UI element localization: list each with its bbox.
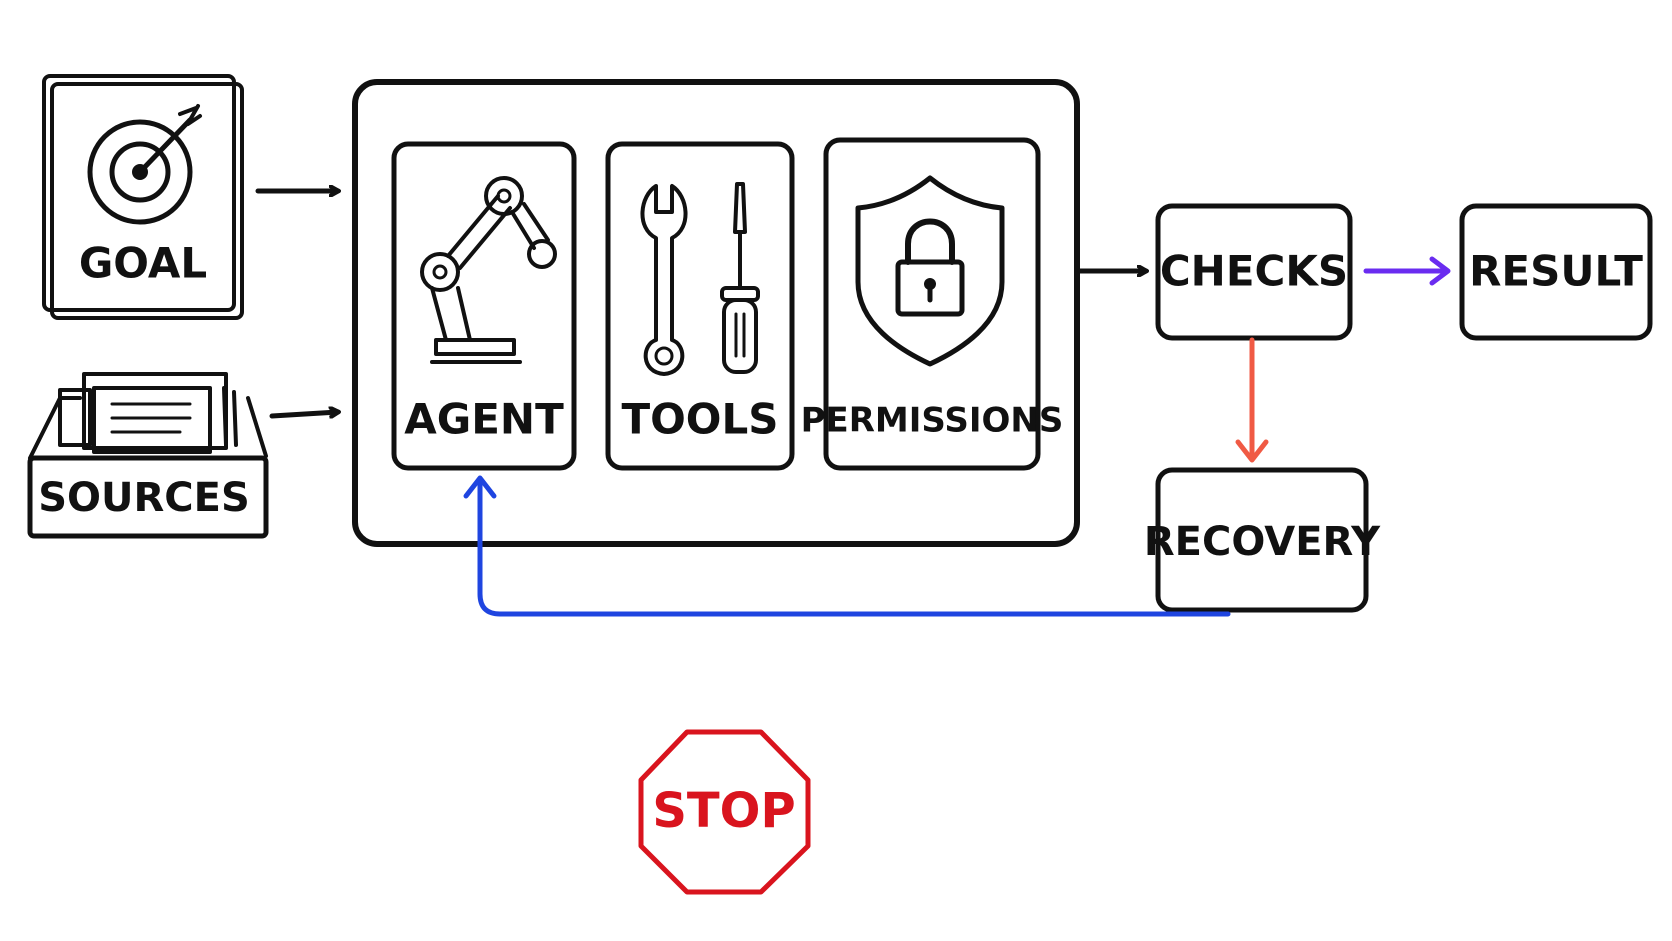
checks-label: CHECKS: [1160, 247, 1348, 296]
tools-node: TOOLS: [605, 141, 795, 471]
goal-label: GOAL: [79, 239, 207, 288]
agent-system-container: [352, 79, 1080, 547]
stop-sign: STOP: [638, 729, 811, 895]
goal-node: GOAL: [42, 74, 244, 320]
result-label: RESULT: [1469, 247, 1643, 296]
recovery-to-agent-loop-arrow: [463, 475, 1231, 617]
target-icon: [87, 104, 202, 225]
checks-to-recovery-arrow: [1235, 337, 1269, 463]
stop-label: STOP: [652, 783, 795, 839]
sources-node: SOURCES: [27, 372, 269, 539]
checks-to-result-arrow: [1363, 256, 1451, 286]
checks-node: CHECKS: [1155, 203, 1353, 341]
permissions-node: PERMISSIONS: [801, 137, 1064, 471]
agent-node: AGENT: [391, 141, 577, 471]
agent-label: AGENT: [404, 395, 564, 444]
result-node: RESULT: [1459, 203, 1653, 341]
sources-arrow: [269, 412, 338, 416]
wrench-screwdriver-icon: [640, 182, 760, 376]
shield-lock-icon: [855, 175, 1005, 367]
recovery-node: RECOVERY: [1144, 467, 1381, 613]
robot-arm-icon: [420, 176, 557, 364]
tools-label: TOOLS: [621, 395, 778, 444]
sources-label: SOURCES: [38, 475, 250, 521]
recovery-label: RECOVERY: [1144, 519, 1381, 565]
file-box-icon: [58, 372, 238, 454]
permissions-label: PERMISSIONS: [801, 401, 1064, 441]
